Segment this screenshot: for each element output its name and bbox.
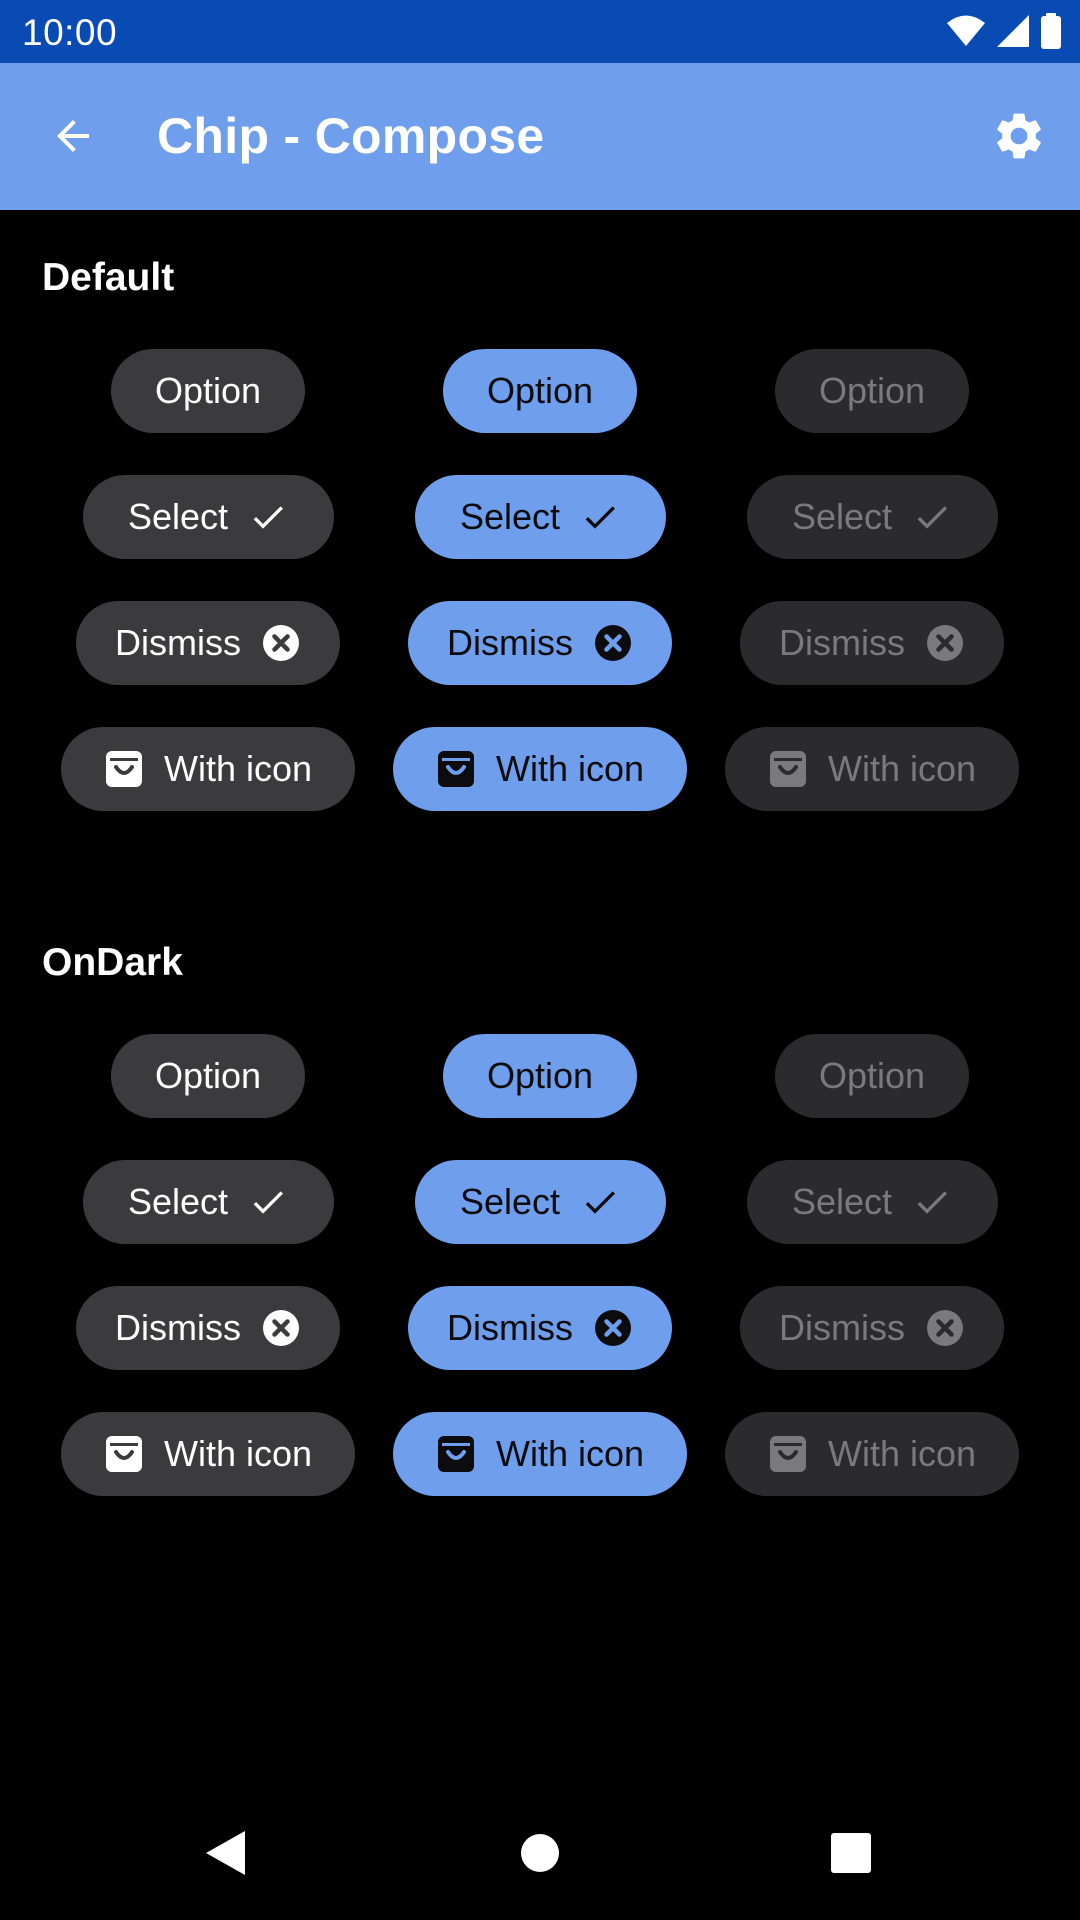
chip-label: Dismiss (779, 1307, 905, 1348)
chip-option-disabled: Option (775, 1034, 969, 1118)
close-circle-icon[interactable] (261, 623, 301, 663)
chip-label: With icon (163, 748, 313, 789)
chip-label: With icon (827, 1433, 977, 1474)
chip-with-icon-selected[interactable]: With icon (393, 1412, 687, 1496)
chip-with-icon-default[interactable]: With icon (61, 727, 355, 811)
chip-dismiss-disabled: Dismiss (740, 1286, 1004, 1370)
chip-label: Option (818, 370, 926, 411)
check-icon (912, 497, 952, 537)
chip-option-selected[interactable]: Option (443, 1034, 637, 1118)
chip-label: Option (154, 370, 262, 411)
square-recents-icon (831, 1832, 871, 1878)
status-bar: 10:00 (0, 0, 1080, 63)
navigation-bar (0, 1790, 1080, 1920)
chip-label: Dismiss (115, 622, 241, 663)
chip-label: Select (459, 496, 561, 537)
nav-home-button[interactable] (500, 1815, 580, 1895)
chip-option-default[interactable]: Option (111, 1034, 305, 1118)
chip-option-disabled: Option (775, 349, 969, 433)
section-title-ondark: OnDark (42, 941, 183, 984)
chip-label: With icon (495, 748, 645, 789)
close-circle-icon[interactable] (593, 1308, 633, 1348)
chip-label: Select (127, 1181, 229, 1222)
chip-label: Dismiss (447, 622, 573, 663)
chip-dismiss-selected[interactable]: Dismiss (408, 601, 672, 685)
close-circle-icon (925, 1308, 965, 1348)
gear-icon (991, 108, 1047, 169)
section-title-default: Default (42, 256, 175, 299)
chip-select-selected[interactable]: Select (414, 475, 666, 559)
check-icon (248, 1182, 288, 1222)
chip-label: Option (486, 370, 594, 411)
check-icon (580, 1182, 620, 1222)
chip-with-icon-disabled: With icon (725, 1412, 1019, 1496)
chip-label: With icon (827, 748, 977, 789)
close-circle-icon (925, 623, 965, 663)
arrow-back-icon (49, 112, 97, 165)
chip-dismiss-selected[interactable]: Dismiss (408, 1286, 672, 1370)
chip-label: Dismiss (115, 1307, 241, 1348)
shopping-bag-icon (104, 749, 144, 789)
status-icons (946, 13, 1062, 49)
chip-with-icon-disabled: With icon (725, 727, 1019, 811)
chip-option-default[interactable]: Option (111, 349, 305, 433)
page-title: Chip - Compose (157, 108, 545, 164)
cellular-signal-icon (996, 14, 1030, 48)
chip-label: With icon (495, 1433, 645, 1474)
shopping-bag-icon (768, 1434, 808, 1474)
chip-label: Dismiss (779, 622, 905, 663)
chip-dismiss-default[interactable]: Dismiss (76, 1286, 340, 1370)
chip-label: Dismiss (447, 1307, 573, 1348)
chip-dismiss-default[interactable]: Dismiss (76, 601, 340, 685)
check-icon (580, 497, 620, 537)
app-bar: Chip - Compose (0, 63, 1080, 210)
shopping-bag-icon (768, 749, 808, 789)
chip-select-selected[interactable]: Select (414, 1160, 666, 1244)
chip-label: Option (818, 1055, 926, 1096)
close-circle-icon[interactable] (261, 1308, 301, 1348)
chip-select-disabled: Select (746, 475, 998, 559)
chip-label: Option (154, 1055, 262, 1096)
shopping-bag-icon (436, 749, 476, 789)
shopping-bag-icon (104, 1434, 144, 1474)
chip-option-selected[interactable]: Option (443, 349, 637, 433)
back-button[interactable] (38, 103, 108, 173)
chip-label: With icon (163, 1433, 313, 1474)
shopping-bag-icon (436, 1434, 476, 1474)
nav-back-button[interactable] (185, 1815, 265, 1895)
wifi-icon (946, 14, 986, 48)
chip-select-disabled: Select (746, 1160, 998, 1244)
triangle-back-icon (203, 1829, 247, 1882)
check-icon (912, 1182, 952, 1222)
chip-label: Select (791, 496, 893, 537)
chip-label: Select (127, 496, 229, 537)
battery-icon (1040, 13, 1062, 49)
settings-button[interactable] (984, 103, 1054, 173)
chip-with-icon-default[interactable]: With icon (61, 1412, 355, 1496)
chip-label: Select (791, 1181, 893, 1222)
chip-with-icon-selected[interactable]: With icon (393, 727, 687, 811)
status-time: 10:00 (22, 12, 118, 53)
nav-recents-button[interactable] (811, 1815, 891, 1895)
chip-label: Select (459, 1181, 561, 1222)
check-icon (248, 497, 288, 537)
chip-select-default[interactable]: Select (82, 1160, 334, 1244)
chip-label: Option (486, 1055, 594, 1096)
close-circle-icon[interactable] (593, 623, 633, 663)
circle-home-icon (520, 1833, 560, 1878)
chip-dismiss-disabled: Dismiss (740, 601, 1004, 685)
chip-select-default[interactable]: Select (82, 475, 334, 559)
